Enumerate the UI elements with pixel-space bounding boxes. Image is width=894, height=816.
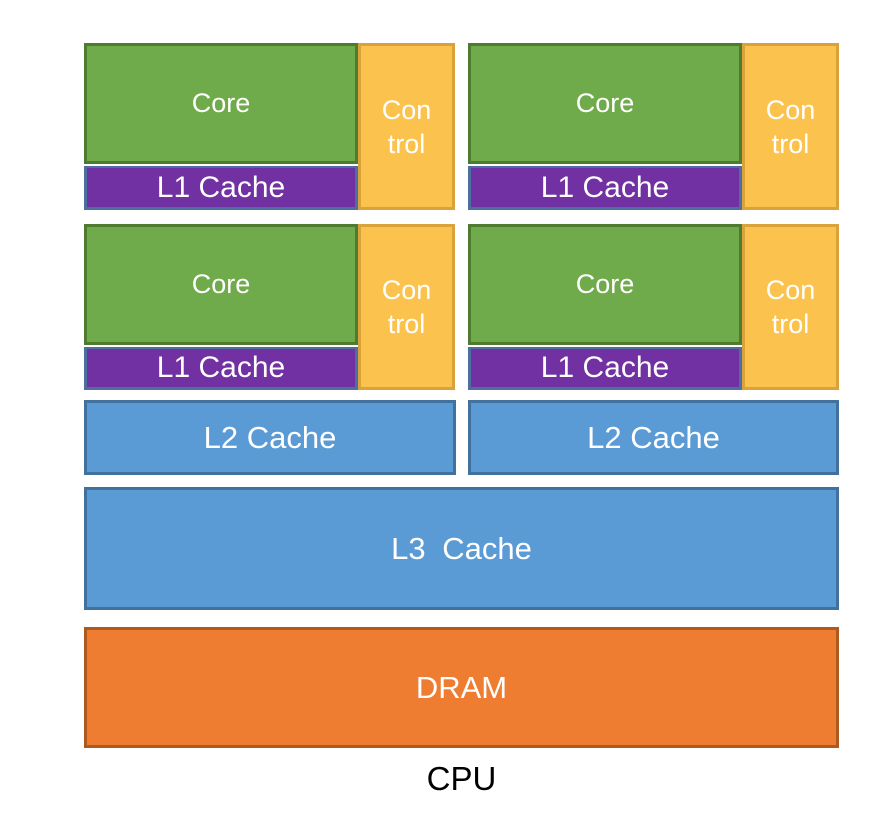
cpu-caption: CPU xyxy=(426,760,497,797)
l1-cache-label: L1 Cache xyxy=(540,170,670,204)
core-label: Core xyxy=(575,269,635,299)
control-label: Con trol xyxy=(381,275,432,339)
core-block: Core xyxy=(468,224,742,345)
core-label: Core xyxy=(191,269,251,299)
core-label: Core xyxy=(191,88,251,118)
control-block: Con trol xyxy=(742,224,839,390)
core-unit-3: Con trol Core L1 Cache xyxy=(84,224,455,390)
core-unit-4: Con trol Core L1 Cache xyxy=(468,224,839,390)
core-block: Core xyxy=(84,224,358,345)
l2-cache-block-right: L2 Cache xyxy=(468,400,839,475)
dram-block: DRAM xyxy=(84,627,839,748)
control-block: Con trol xyxy=(358,43,455,210)
l1-cache-block: L1 Cache xyxy=(84,166,358,210)
core-block: Core xyxy=(84,43,358,164)
control-label: Con trol xyxy=(765,275,816,339)
l2-cache-label: L2 Cache xyxy=(587,419,720,455)
core-block: Core xyxy=(468,43,742,164)
l1-cache-label: L1 Cache xyxy=(156,351,286,384)
l1-cache-block: L1 Cache xyxy=(468,347,742,390)
control-label: Con trol xyxy=(765,94,816,159)
l1-cache-label: L1 Cache xyxy=(540,351,670,384)
l1-cache-block: L1 Cache xyxy=(84,347,358,390)
control-block: Con trol xyxy=(742,43,839,210)
l2-cache-block-left: L2 Cache xyxy=(84,400,456,475)
l2-cache-label: L2 Cache xyxy=(203,419,337,455)
control-block: Con trol xyxy=(358,224,455,390)
l3-cache-label: L3 Cache xyxy=(391,530,532,566)
core-label: Core xyxy=(575,88,635,118)
control-label: Con trol xyxy=(381,94,432,159)
l3-cache-block: L3 Cache xyxy=(84,487,839,610)
l1-cache-block: L1 Cache xyxy=(468,166,742,210)
dram-label: DRAM xyxy=(415,669,508,705)
core-unit-2: Con trol Core L1 Cache xyxy=(468,43,839,211)
l1-cache-label: L1 Cache xyxy=(156,170,286,204)
core-unit-1: Con trol Core L1 Cache xyxy=(84,43,455,211)
